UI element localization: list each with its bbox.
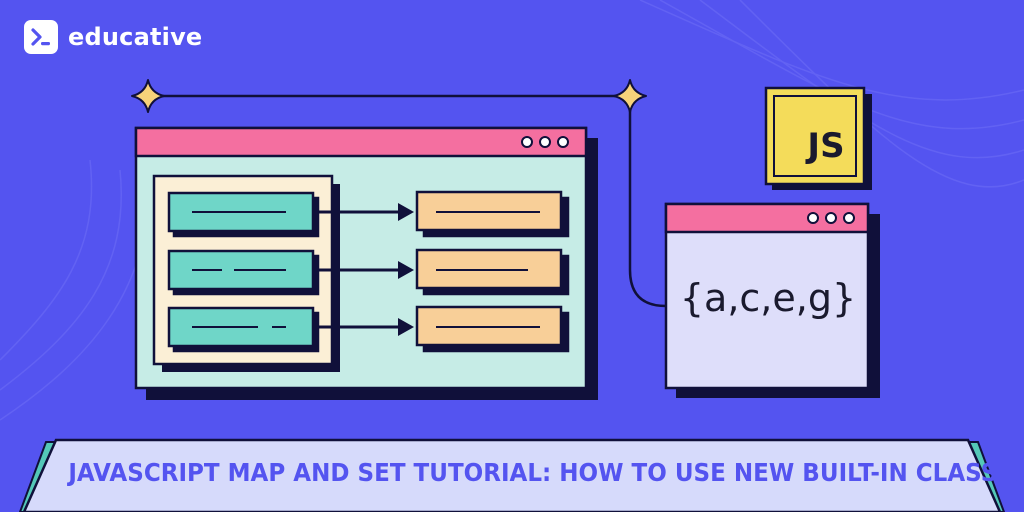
connector-line	[148, 94, 667, 308]
educative-logo[interactable]: educative	[24, 20, 202, 54]
map-value-box	[415, 305, 570, 353]
sparkle-icon	[613, 79, 647, 113]
page-title: JAVASCRIPT MAP AND SET TUTORIAL: HOW TO …	[68, 458, 1024, 487]
js-badge-label: JS	[807, 126, 845, 166]
map-arrow	[313, 261, 414, 279]
map-window	[134, 126, 598, 400]
brand-name: educative	[68, 23, 203, 51]
map-arrow	[313, 318, 414, 336]
three-dots-icon	[807, 212, 855, 224]
map-key-box	[167, 249, 320, 296]
map-key-box	[167, 191, 320, 238]
terminal-prompt-icon	[24, 20, 58, 54]
map-value-box	[415, 248, 570, 296]
map-arrow	[313, 203, 414, 221]
sparkle-icon	[131, 79, 165, 113]
title-banner	[18, 438, 1006, 512]
map-value-box	[415, 190, 570, 238]
set-literal: {a,c,e,g}	[679, 276, 857, 320]
set-window	[664, 202, 880, 398]
js-badge	[764, 86, 872, 190]
three-dots-icon	[521, 136, 569, 148]
map-key-box	[167, 306, 320, 353]
